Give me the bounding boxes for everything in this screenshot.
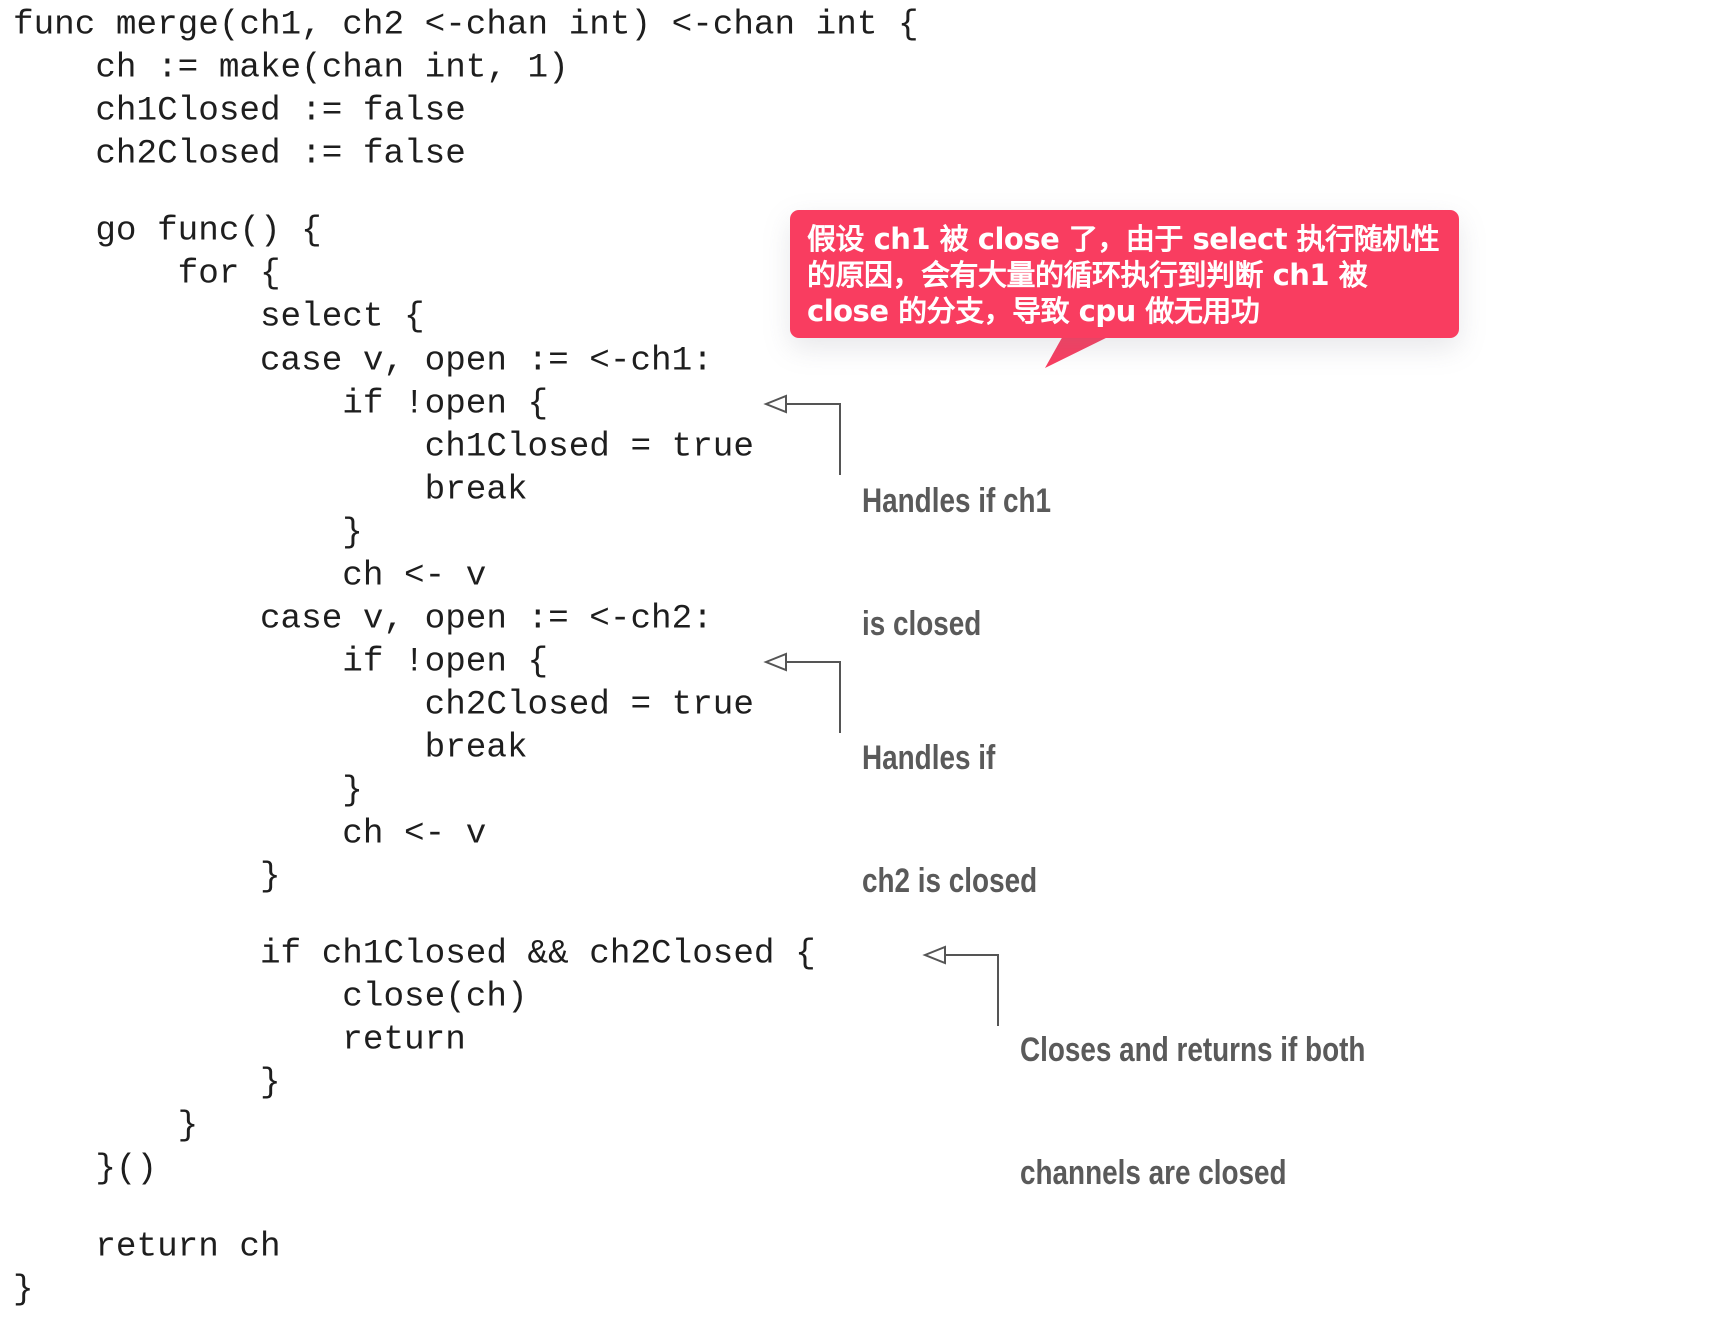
code-line: if !open { — [13, 384, 549, 424]
code-line: ch2Closed := false — [13, 134, 466, 174]
callout-line: close 的分支，导致 cpu 做无用功 — [807, 294, 1260, 328]
code-line: return ch — [13, 1227, 281, 1267]
code-line: close(ch) — [13, 977, 528, 1017]
code-line: } — [13, 513, 363, 553]
annotation-line: channels are closed — [1020, 1154, 1287, 1192]
code-line: break — [13, 470, 528, 510]
code-line: case v, open := <-ch1: — [13, 341, 713, 381]
arrow-left-icon — [922, 945, 999, 1026]
code-line: }() — [13, 1149, 158, 1189]
annotation-both-closed: Closes and returns if both channels are … — [1020, 948, 1365, 1235]
annotation-line: is closed — [862, 605, 982, 643]
callout-bubble: 假设 ch1 被 close 了，由于 select 执行随机性 的原因，会有大… — [790, 210, 1459, 338]
code-line: return — [13, 1020, 466, 1060]
code-line: ch2Closed = true — [13, 685, 754, 725]
code-line: ch := make(chan int, 1) — [13, 48, 569, 88]
code-line: } — [13, 771, 363, 811]
code-line: ch <- v — [13, 556, 487, 596]
annotation-line: Handles if — [862, 739, 996, 777]
arrow-left-icon — [763, 652, 841, 733]
code-line: select { — [13, 297, 425, 337]
callout-line: 的原因，会有大量的循环执行到判断 ch1 被 — [807, 258, 1368, 292]
code-line: if !open { — [13, 642, 549, 682]
annotation-line: ch2 is closed — [862, 862, 1038, 900]
code-line: if ch1Closed && ch2Closed { — [13, 934, 816, 974]
code-line: for { — [13, 254, 281, 294]
code-line: } — [13, 1106, 199, 1146]
callout-line: 假设 ch1 被 close 了，由于 select 执行随机性 — [807, 222, 1440, 256]
code-line: func merge(ch1, ch2 <-chan int) <-chan i… — [13, 5, 919, 45]
code-line: ch1Closed = true — [13, 427, 754, 467]
code-line: case v, open := <-ch2: — [13, 599, 713, 639]
code-line: } — [13, 1063, 281, 1103]
arrow-left-icon — [763, 394, 841, 475]
code-line: go func() { — [13, 211, 322, 251]
code-line: break — [13, 728, 528, 768]
annotation-ch1-closed: Handles if ch1 is closed — [862, 399, 1051, 686]
code-line: ch <- v — [13, 814, 487, 854]
annotation-ch2-closed: Handles if ch2 is closed — [862, 656, 1037, 943]
annotation-line: Closes and returns if both — [1020, 1031, 1366, 1069]
annotation-line: Handles if ch1 — [862, 482, 1052, 520]
code-line: } — [13, 857, 281, 897]
code-line: ch1Closed := false — [13, 91, 466, 131]
code-line: } — [13, 1270, 34, 1310]
